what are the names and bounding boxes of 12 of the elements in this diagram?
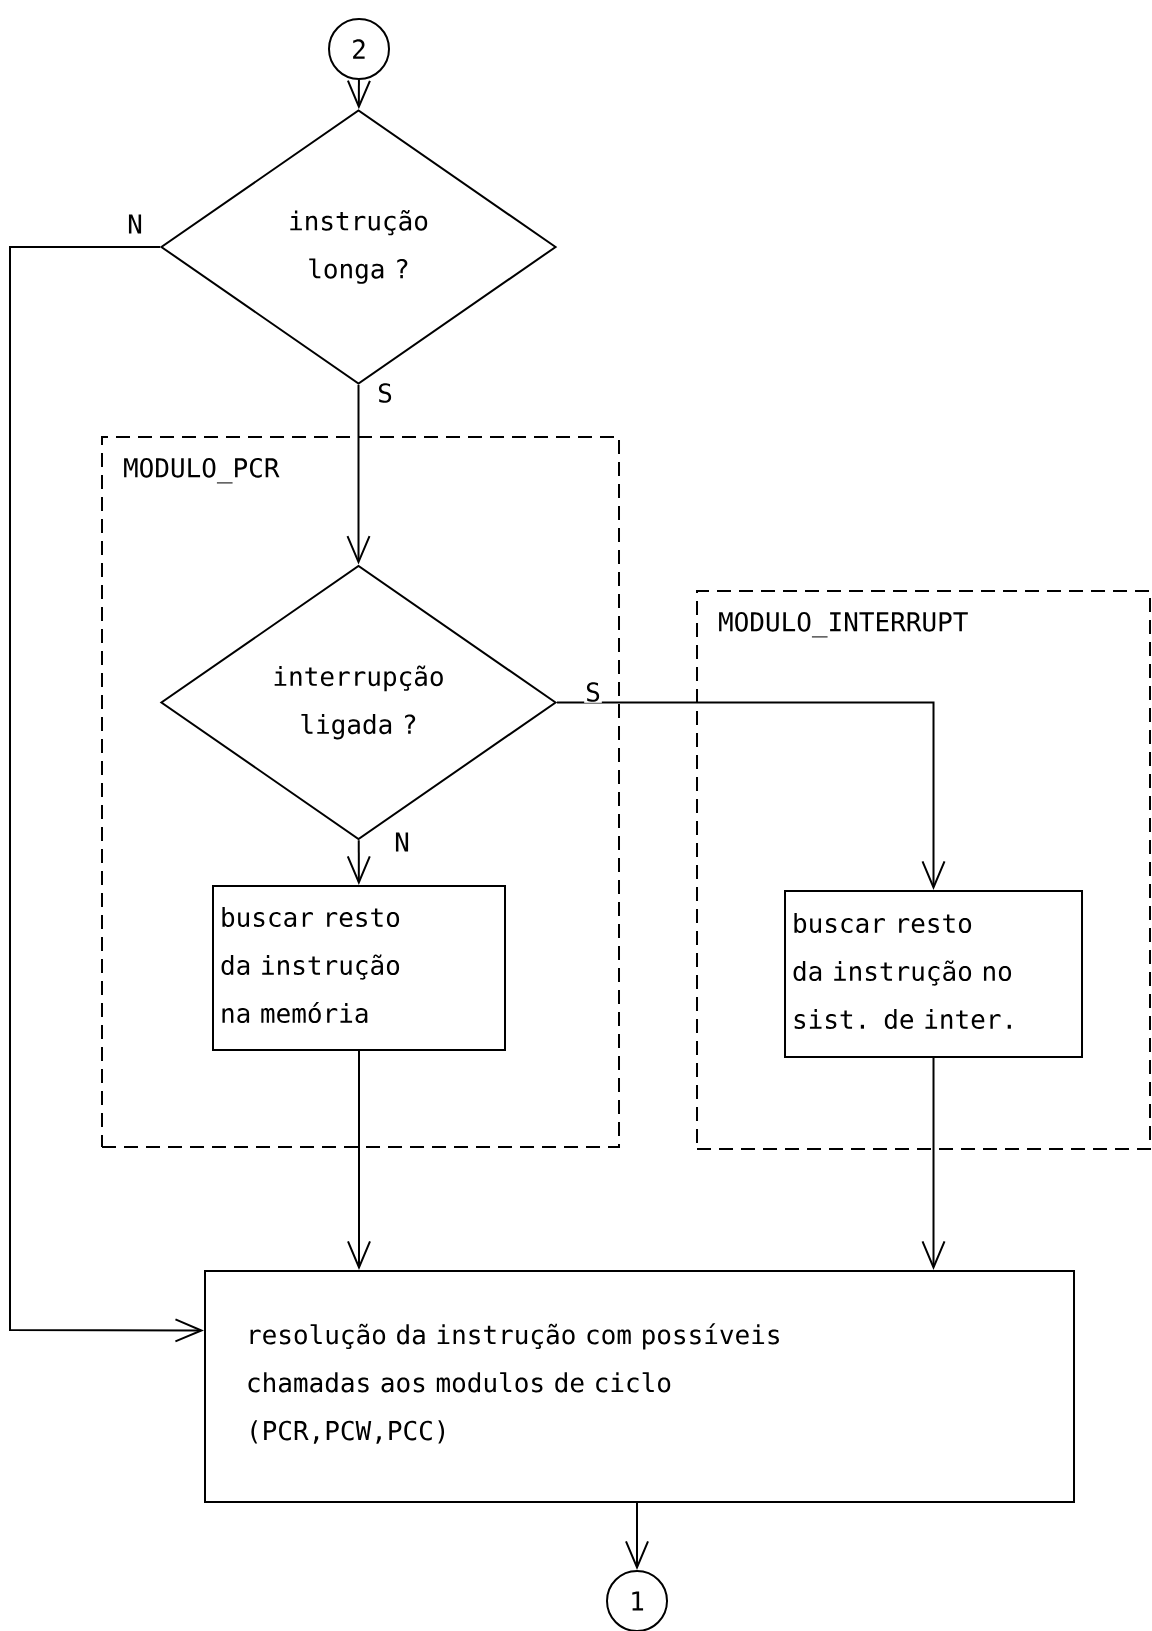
arrow bbox=[625, 1502, 649, 1570]
arrow bbox=[346, 383, 371, 565]
process-box: buscar resto da instrução na memória bbox=[212, 885, 506, 1051]
edge-label: N bbox=[126, 213, 144, 235]
arrow bbox=[921, 1057, 946, 1270]
edge-label: S bbox=[376, 382, 394, 404]
arrow bbox=[556, 701, 946, 890]
arrow bbox=[9, 246, 204, 1343]
edge-label: S bbox=[584, 681, 602, 703]
process-box: buscar resto da instrução no sist. de inter. bbox=[784, 890, 1083, 1058]
process-box: resolução da instrução com possíveis chamadas aos modulos de ciclo (PCR,PCW,PCC) bbox=[204, 1270, 1075, 1503]
arrow bbox=[347, 1050, 371, 1270]
